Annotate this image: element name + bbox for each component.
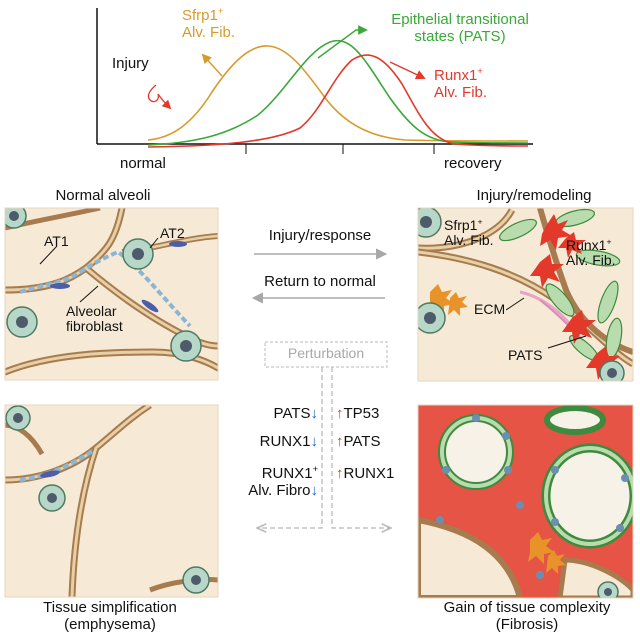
at2-label: AT2 bbox=[160, 225, 185, 241]
runx1-up-item: ↑RUNX1 bbox=[336, 465, 395, 482]
runx1-down-item: RUNX1↓ bbox=[259, 433, 318, 450]
injury-label: Injury bbox=[112, 55, 149, 72]
runx1-panel-label: Runx1+Alv. Fib. bbox=[566, 236, 616, 269]
x-axis-normal-label: normal bbox=[120, 155, 166, 172]
panel-fibrosis bbox=[418, 405, 633, 598]
normal-alveoli-title: Normal alveoli bbox=[55, 187, 151, 204]
at1-label: AT1 bbox=[44, 233, 69, 249]
curve-plot bbox=[96, 8, 533, 154]
panel-normal-alveoli bbox=[5, 208, 218, 380]
x-axis-recovery-label: recovery bbox=[444, 155, 502, 172]
perturbation-box bbox=[264, 341, 388, 368]
pats-panel-label: PATS bbox=[508, 347, 543, 363]
runx1-alv-fibro-down-item: RUNX1+Alv. Fibro↓ bbox=[248, 464, 318, 499]
runx1-arrow bbox=[389, 61, 426, 80]
tp53-up-item: ↑TP53 bbox=[336, 405, 380, 422]
fibrosis-caption: Gain of tissue complexity(Fibrosis) bbox=[443, 599, 611, 633]
split-arrow-right bbox=[331, 367, 390, 528]
injury-remodeling-title: Injury/remodeling bbox=[476, 187, 592, 204]
perturbation-label: Perturbation bbox=[287, 345, 365, 361]
panel-injury-remodeling bbox=[418, 208, 633, 381]
injury-response-label: Injury/response bbox=[268, 227, 372, 244]
pats-arrow bbox=[317, 25, 368, 59]
runx1-curve-label: Runx1+Alv. Fib. bbox=[434, 66, 488, 101]
ecm-label: ECM bbox=[474, 301, 506, 317]
return-normal-label: Return to normal bbox=[264, 273, 376, 290]
sfrp1-curve-label: Sfrp1+Alv. Fib. bbox=[182, 6, 236, 41]
pats-up-item: ↑PATS bbox=[336, 433, 381, 450]
sfrp1-curve bbox=[147, 45, 529, 142]
sfrp1-panel-label: Sfrp1+Alv. Fib. bbox=[444, 216, 494, 249]
injury-squiggle-icon bbox=[147, 84, 172, 110]
pats-curve bbox=[147, 39, 529, 146]
split-arrow-left bbox=[258, 367, 323, 528]
panel-emphysema bbox=[5, 405, 218, 597]
runx1-curve bbox=[147, 54, 529, 148]
emphysema-caption: Tissue simplification(emphysema) bbox=[43, 599, 177, 633]
pats-down-item: PATS↓ bbox=[273, 405, 318, 422]
sfrp1-arrow bbox=[201, 53, 223, 77]
